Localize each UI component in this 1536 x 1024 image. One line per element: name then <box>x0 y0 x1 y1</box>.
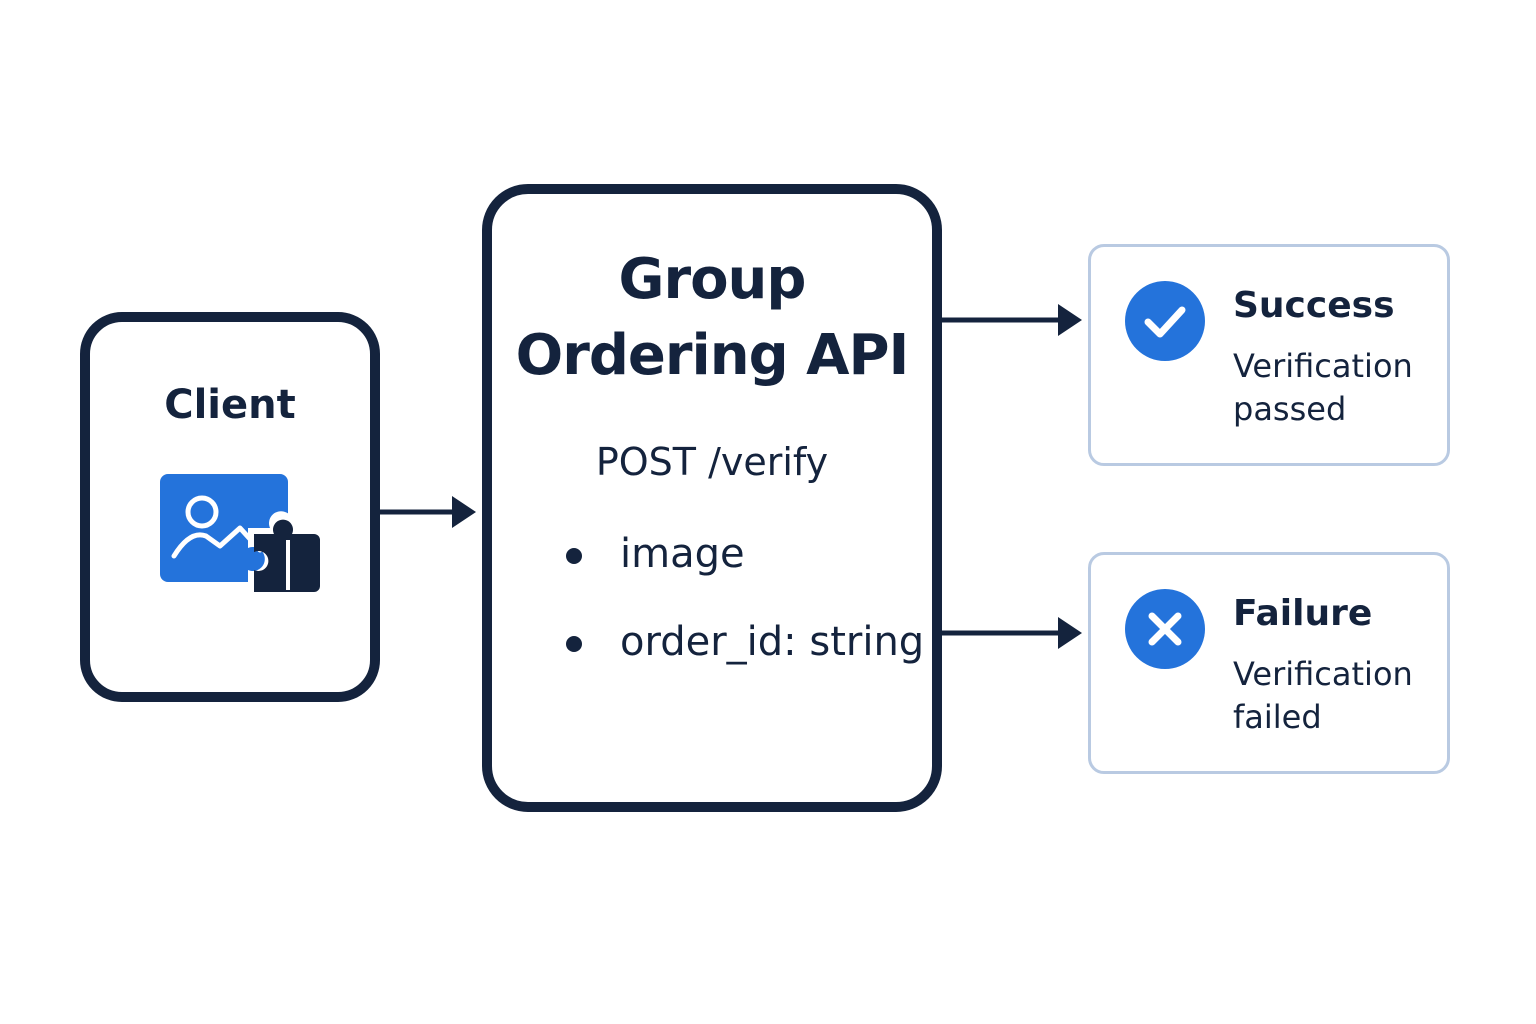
api-param-label: image <box>620 531 745 577</box>
check-circle-icon <box>1125 281 1205 361</box>
arrow-api-to-success <box>942 304 1082 336</box>
api-param-item: image <box>566 526 924 614</box>
bullet-icon <box>566 548 582 564</box>
arrow-api-to-failure <box>942 617 1082 649</box>
api-endpoint: POST /verify <box>595 440 829 484</box>
image-puzzle-icon <box>160 474 324 594</box>
x-circle-icon <box>1125 589 1205 669</box>
api-param-label: order_id: string <box>620 619 925 665</box>
api-params-list: image order_id: string <box>566 526 924 702</box>
api-title-line2: Ordering API <box>515 323 910 388</box>
client-node: Client <box>80 312 380 702</box>
failure-description: Verification failed <box>1233 655 1413 736</box>
bullet-icon <box>566 636 582 652</box>
api-node: Group Ordering API POST /verify image or… <box>482 184 942 812</box>
api-title-line1: Group <box>618 247 806 312</box>
success-result-card: Success Verification passed <box>1088 244 1450 466</box>
success-title: Success <box>1233 285 1395 326</box>
client-title: Client <box>164 382 296 428</box>
api-title: Group Ordering API <box>492 242 932 394</box>
arrow-client-to-api <box>380 496 476 528</box>
api-param-item: order_id: string <box>566 614 924 702</box>
failure-result-card: Failure Verification failed <box>1088 552 1450 774</box>
success-description: Verification passed <box>1233 347 1413 428</box>
failure-title: Failure <box>1233 593 1373 634</box>
